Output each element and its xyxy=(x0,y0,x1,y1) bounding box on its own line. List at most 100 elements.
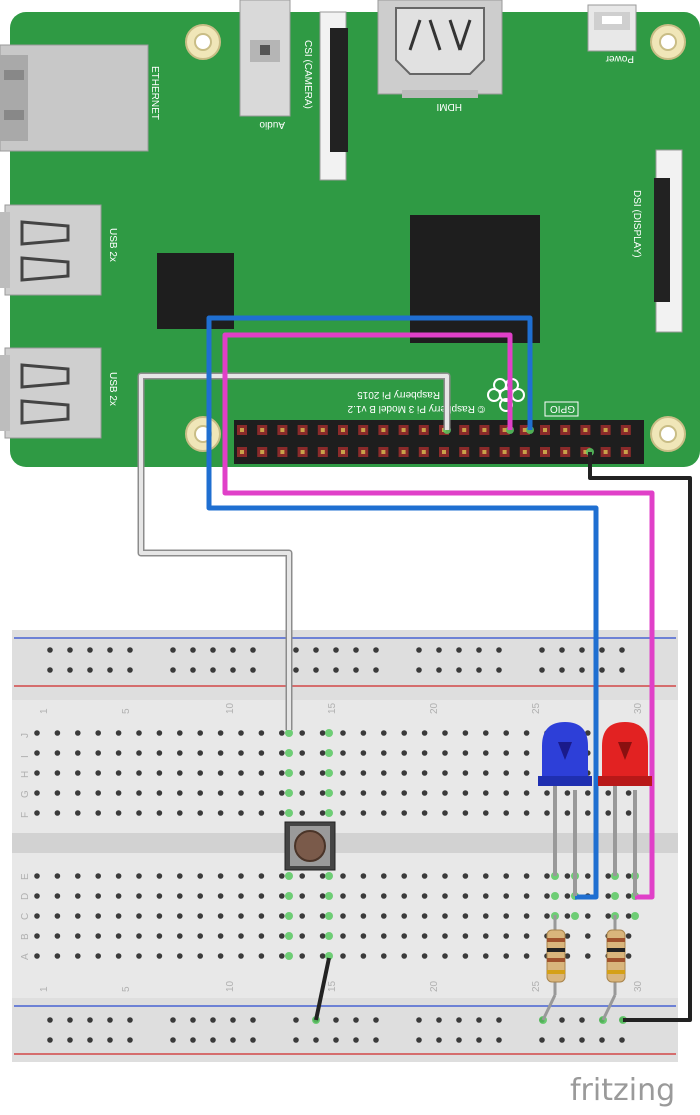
gpio-pin xyxy=(300,450,305,454)
rail-hole xyxy=(190,1017,196,1023)
breadboard-hole xyxy=(238,873,244,879)
rail-hole xyxy=(313,647,319,653)
breadboard-hole xyxy=(177,810,183,816)
breadboard-hole xyxy=(564,873,571,879)
breadboard-hole xyxy=(421,810,428,816)
fritzing-watermark: fritzing xyxy=(570,1073,675,1108)
breadboard-hole xyxy=(217,770,224,776)
breadboard-hole xyxy=(299,873,306,879)
breadboard-hole xyxy=(625,893,632,899)
breadboard-hole xyxy=(625,873,632,879)
breadboard-hole xyxy=(75,913,81,919)
breadboard-hole xyxy=(401,893,408,899)
col-number-10-bottom: 10 xyxy=(225,980,236,992)
csi-camera-connector: CSI (CAMERA) xyxy=(302,11,348,181)
gpio-pin xyxy=(320,428,325,432)
breadboard-hole xyxy=(136,873,142,879)
breadboard-hole xyxy=(299,790,306,796)
rail-hole xyxy=(190,1037,196,1043)
breadboard-hole xyxy=(115,810,122,816)
rail-hole xyxy=(230,1037,236,1043)
rail-hole xyxy=(250,1037,256,1043)
breadboard-hole xyxy=(360,750,367,756)
breadboard-hole xyxy=(95,730,101,736)
breadboard-hole xyxy=(401,770,408,776)
gpio-pin xyxy=(462,450,467,454)
row-letter-b: B xyxy=(20,933,31,940)
rail-hole xyxy=(373,1037,379,1043)
breadboard-hole xyxy=(625,790,632,796)
breadboard-hole xyxy=(360,730,367,736)
breadboard-hole xyxy=(401,750,408,756)
gpio-pin xyxy=(623,450,628,454)
breadboard-hole xyxy=(34,750,40,756)
breadboard-hole xyxy=(462,770,469,776)
breadboard-hole xyxy=(34,810,40,816)
breadboard-hole xyxy=(319,790,326,796)
breadboard-hole xyxy=(279,750,285,756)
breadboard-hole xyxy=(177,933,183,939)
breadboard-hole xyxy=(605,790,611,796)
gpio-pin xyxy=(522,428,527,432)
rail-hole xyxy=(416,1017,422,1023)
rail-hole xyxy=(436,647,442,653)
highlighted-hole xyxy=(285,952,293,960)
wire-blue xyxy=(206,315,599,900)
breadboard-hole xyxy=(54,790,61,796)
breadboard-hole xyxy=(585,730,591,736)
push-button xyxy=(284,821,336,871)
hdmi-port: HDMI xyxy=(377,0,503,112)
gpio-pin xyxy=(563,450,568,454)
gpio-pin xyxy=(381,450,386,454)
breadboard: 1 5 10 15 20 25 30 1 5 10 15 20 25 30 J … xyxy=(12,426,678,1062)
breadboard-hole xyxy=(95,770,101,776)
col-number-25-top: 25 xyxy=(531,702,542,714)
breadboard-hole xyxy=(462,810,469,816)
gpio-pin xyxy=(421,428,426,432)
breadboard-hole xyxy=(258,750,265,756)
breadboard-hole xyxy=(258,770,265,776)
breadboard-hole xyxy=(625,933,632,939)
rail-hole xyxy=(373,667,379,673)
rail-hole xyxy=(333,667,339,673)
rail-hole xyxy=(107,647,113,653)
breadboard-hole xyxy=(115,873,122,879)
usb-label-2: USB 2x xyxy=(107,372,118,406)
breadboard-hole xyxy=(136,770,142,776)
highlighted-hole xyxy=(325,932,333,940)
rail-hole xyxy=(436,1037,442,1043)
rail-hole xyxy=(599,1037,605,1043)
gpio-pin xyxy=(603,428,608,432)
breadboard-hole xyxy=(136,913,142,919)
col-number-15-bottom: 15 xyxy=(327,980,338,992)
rail-hole xyxy=(579,647,585,653)
rail-hole xyxy=(210,1037,216,1043)
breadboard-hole xyxy=(197,750,203,756)
col-number-1-top: 1 xyxy=(39,708,50,714)
rail-hole xyxy=(190,647,196,653)
breadboard-hole xyxy=(238,750,244,756)
led-blue xyxy=(538,722,592,896)
breadboard-hole xyxy=(360,790,367,796)
row-letter-g: G xyxy=(20,790,31,798)
breadboard-hole xyxy=(279,893,285,899)
breadboard-hole xyxy=(95,933,101,939)
highlighted-hole xyxy=(631,912,639,920)
breadboard-hole xyxy=(360,913,367,919)
gpio-pin xyxy=(260,450,265,454)
row-letter-f: F xyxy=(20,812,31,818)
wires xyxy=(137,315,692,1022)
gpio-label-box xyxy=(544,401,579,417)
breadboard-hole xyxy=(115,933,122,939)
breadboard-hole xyxy=(544,913,550,919)
breadboard-hole xyxy=(279,790,285,796)
model-line-2: Raspberry Pi 2015 xyxy=(357,389,440,400)
breadboard-hole xyxy=(483,873,489,879)
breadboard-hole xyxy=(401,913,408,919)
breadboard-hole xyxy=(217,953,224,959)
breadboard-hole xyxy=(75,770,81,776)
rail-hole xyxy=(127,1037,133,1043)
breadboard-hole xyxy=(421,953,428,959)
breadboard-hole xyxy=(319,730,326,736)
